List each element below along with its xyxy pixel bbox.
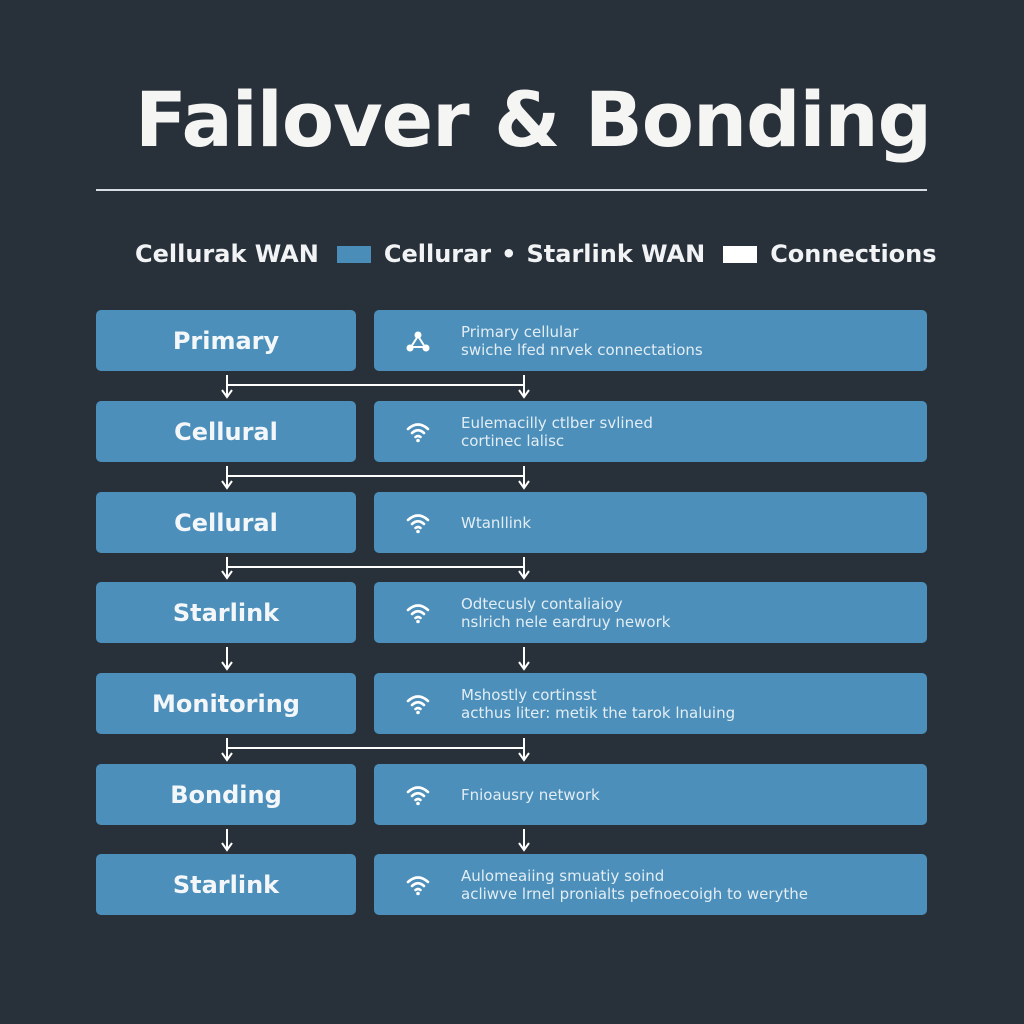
wifi-icon [405, 510, 431, 536]
row-description-line-1: Wtanllink [461, 513, 532, 532]
row-description-line-2: acliwve lrnel pronialts pefnoecoigh to w… [461, 884, 809, 903]
connector [221, 375, 530, 399]
connector [221, 829, 530, 852]
legend-item-cellurak-wan: Cellurak WAN [135, 240, 319, 268]
connector [221, 466, 530, 490]
wifi-icon [405, 782, 431, 808]
network-nodes-icon [405, 328, 431, 354]
wifi-icon [405, 600, 431, 626]
row-description-line-1: Odtecusly contaliaioy [461, 594, 623, 613]
legend-swatch-cellular [336, 245, 371, 263]
row-label-primary: Primary [96, 310, 356, 371]
row-detail: Fnioausry network [374, 764, 927, 825]
legend-item-connections: Connections [770, 240, 937, 268]
legend-item-starlink-wan: Starlink WAN [526, 240, 706, 268]
wifi-icon [405, 691, 431, 717]
row-label-monitoring: Monitoring [96, 673, 356, 734]
row-label-cellural: Cellural [96, 401, 356, 462]
legend-item-cellurar: Cellurar [383, 240, 492, 268]
connector [221, 647, 530, 671]
connector [221, 738, 530, 762]
connector [221, 557, 530, 580]
row-description-line-1: Fnioausry network [461, 785, 600, 804]
row-description-line-1: Eulemacilly ctlber svlined [461, 413, 653, 432]
row-description: Fnioausry network [461, 786, 600, 804]
row-label-bonding: Bonding [96, 764, 356, 825]
row-description-line-1: Aulomeaiing smuatiy soind [461, 866, 665, 885]
row-label-starlink: Starlink [96, 854, 356, 915]
page-title: Failover & Bonding [135, 75, 932, 164]
title-divider [96, 189, 927, 191]
row-detail: Wtanllink [374, 492, 927, 553]
wifi-icon [405, 419, 431, 445]
legend: Cellurak WAN Cellurar • Starlink WAN Con… [135, 236, 937, 272]
row-description-line-1: Mshostly cortinsst [461, 685, 597, 704]
wifi-icon [405, 872, 431, 898]
legend-separator: • [501, 240, 517, 268]
legend-swatch-connections [723, 245, 758, 263]
row-description: Wtanllink [461, 514, 531, 532]
row-description-line-2: acthus liter: metik the tarok lnaluing [461, 703, 736, 722]
row-label-cellural: Cellural [96, 492, 356, 553]
row-description-line-1: Primary cellular [461, 322, 579, 341]
row-label-starlink: Starlink [96, 582, 356, 643]
row-description-line-2: swiche lfed nrvek connectations [461, 340, 703, 359]
row-description-line-2: cortinec lalisc [461, 431, 565, 450]
row-description-line-2: nslrich nele eardruy nework [461, 612, 671, 631]
